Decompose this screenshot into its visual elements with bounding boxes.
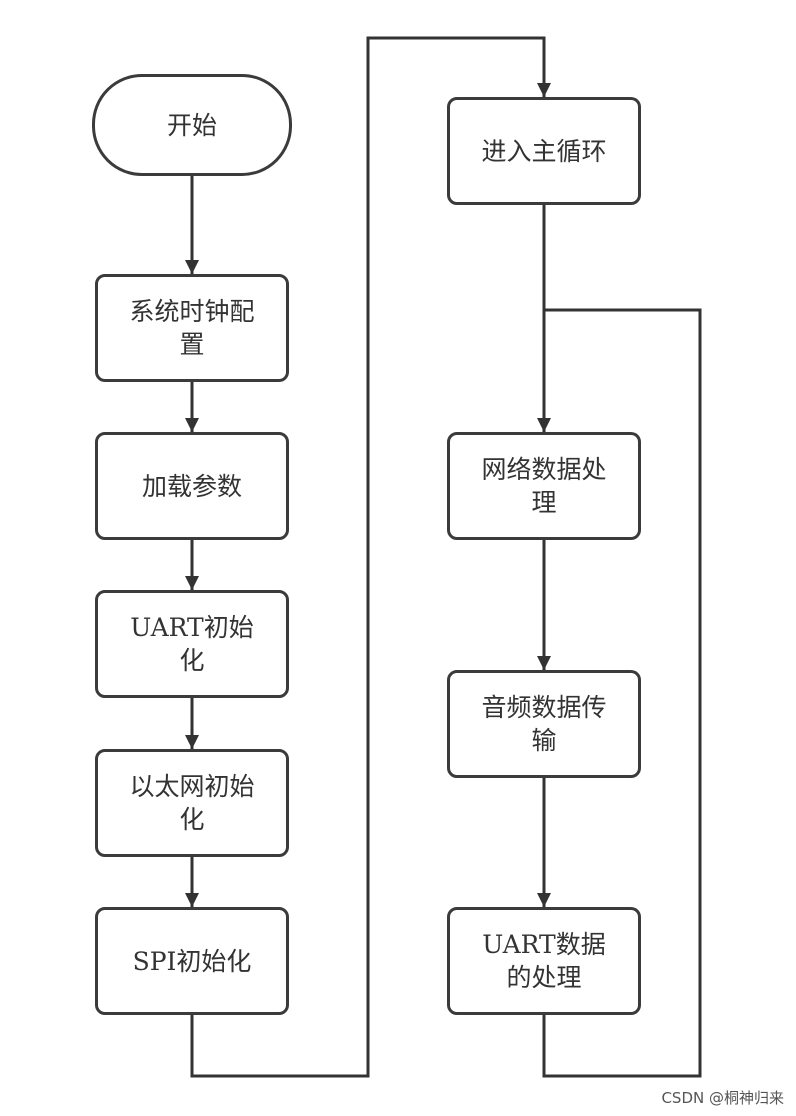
load-params-node: 加载参数: [95, 432, 289, 540]
arrow-spi-init-to-main-loop: [190, 36, 551, 1078]
spi-init-node: SPI初始化: [95, 907, 289, 1015]
main-loop-node: 进入主循环: [447, 97, 641, 205]
watermark: CSDN @桐神归来: [661, 1089, 784, 1107]
audio-transfer-node: 音频数据传输: [447, 670, 641, 778]
network-processing-node: 网络数据处理: [447, 432, 641, 540]
clock-config-node: 系统时钟配置: [95, 274, 289, 382]
loop-back-line: [542, 308, 702, 1078]
start-node: 开始: [92, 74, 292, 176]
uart-processing-node: UART数据的处理: [447, 907, 641, 1015]
uart-init-node: UART初始化: [95, 590, 289, 698]
ethernet-init-node: 以太网初始化: [95, 749, 289, 857]
